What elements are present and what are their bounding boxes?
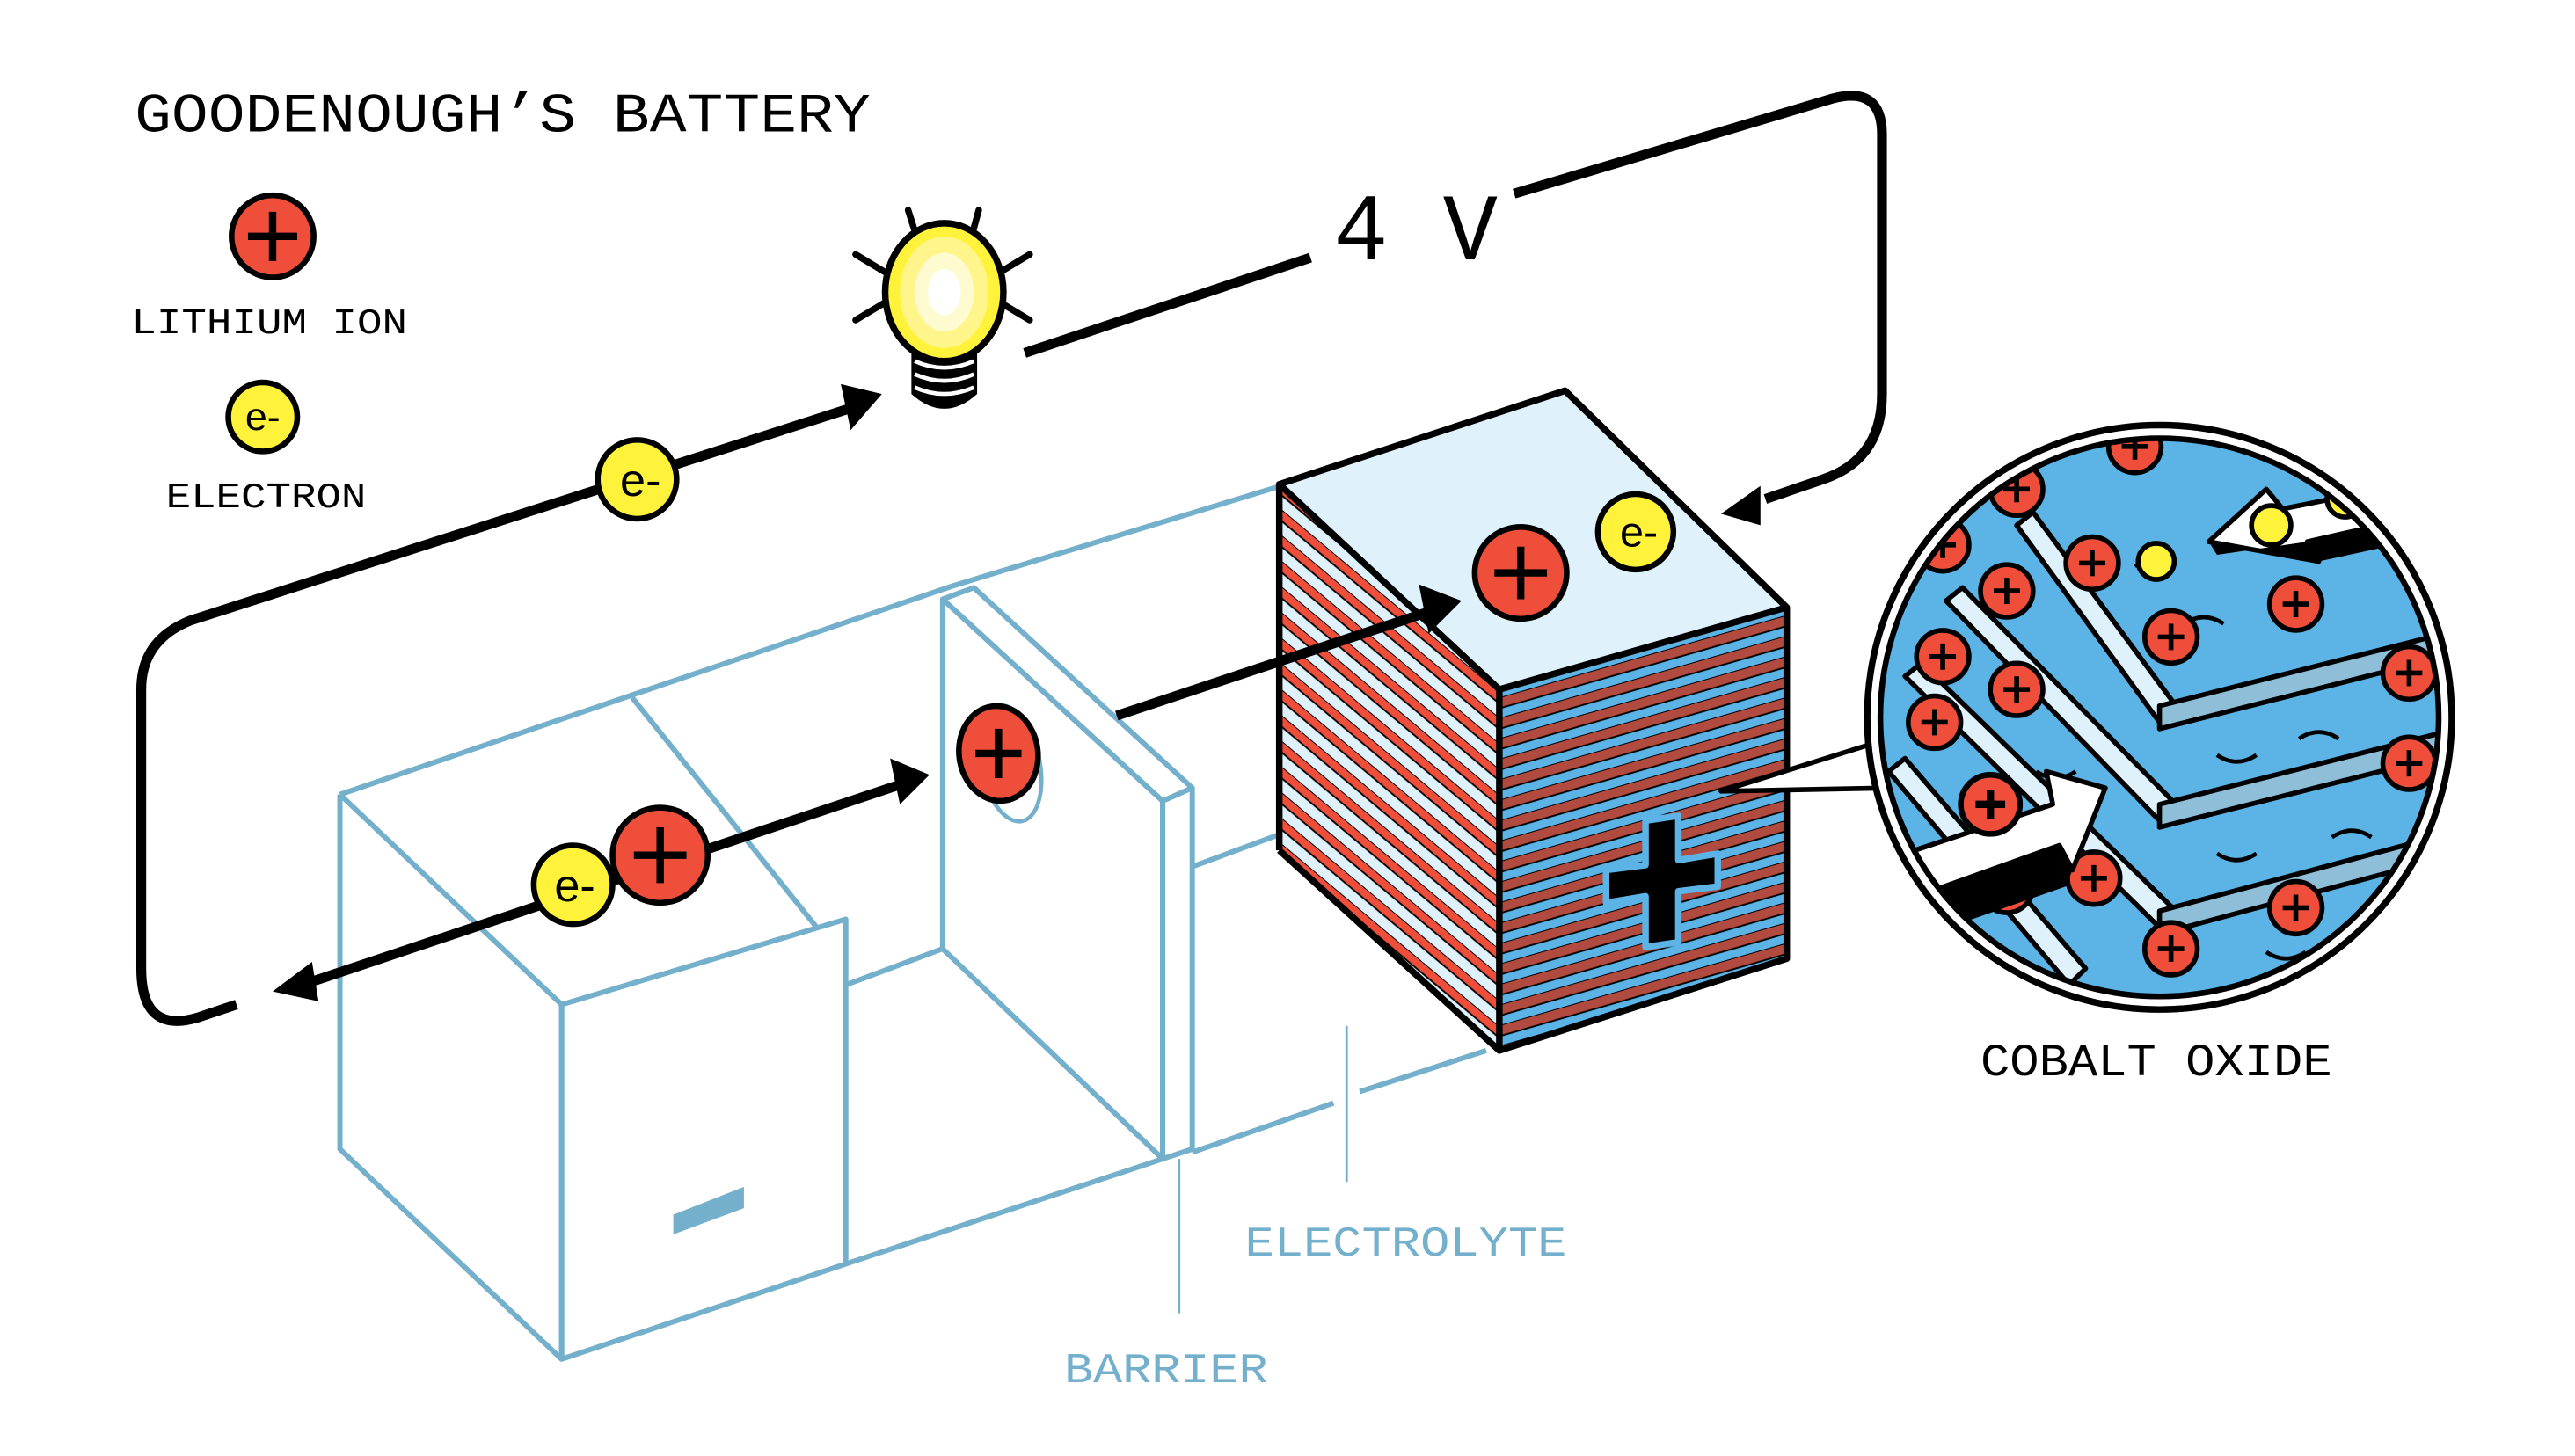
inset-lithium-ion (2380, 644, 2439, 703)
lithium-ion-icon (229, 192, 317, 280)
cathode-lithium-ion (1471, 524, 1570, 622)
arrow-head-to-cathode-top (1419, 584, 1462, 634)
inset-lithium-ion (2063, 534, 2121, 593)
legend-label-lithium-ion: LITHIUM ION (131, 304, 407, 345)
arrow-head-to-bulb (841, 383, 882, 431)
label-barrier: BARRIER (1064, 1347, 1268, 1395)
inset-lithium-ion (1978, 562, 2036, 620)
legend-label-electron: ELECTRON (166, 478, 367, 519)
inset-arrow-in (1902, 768, 2108, 933)
anode-electron-symbol: e- (554, 861, 595, 912)
inset-lithium-ion (2141, 608, 2200, 666)
cathode-electron-symbol: e- (1620, 509, 1658, 557)
anode-minus-sign (673, 1186, 744, 1234)
circuit-wire-right (1513, 91, 1887, 504)
inset-lithium-ion (1906, 693, 1964, 752)
arrow-head-left (272, 962, 319, 1001)
cathode-electron: e- (1594, 491, 1677, 573)
voltage-label: 4 V (1333, 180, 1498, 288)
inset-lithium-ion (2266, 575, 2325, 633)
label-cobalt-oxide: COBALT OXIDE (1980, 1037, 2332, 1089)
cobalt-oxide-inset (1718, 421, 2455, 1013)
arrow-head-to-cathode (1720, 485, 1761, 526)
light-bulb-icon (852, 207, 1033, 409)
external-circuit: e- (135, 91, 1887, 1026)
inset-electron (2135, 541, 2177, 582)
cathode-plus-sign (1602, 812, 1721, 950)
circuit-wire-bulb-to-voltage (1023, 252, 1312, 358)
wire-electron: e- (595, 437, 680, 522)
inset-lithium-ion (2141, 920, 2200, 978)
cathode-left-face (1279, 484, 1499, 1051)
cathode-block: e- (1275, 387, 1791, 1054)
inset-lithium-ion (2266, 878, 2325, 937)
legend: LITHIUM ION e- ELECTRON (131, 192, 407, 519)
inset-lithium-ion (1914, 628, 1972, 686)
barrier-lithium-ion (956, 703, 1041, 804)
electron-icon: e- (225, 379, 301, 455)
inset-lithium-ion (1988, 660, 2046, 718)
anode-block (558, 916, 849, 1362)
barrier-plate (939, 585, 1195, 1162)
inset-lithium-ion (2105, 438, 2164, 476)
legend-electron-symbol: e- (245, 395, 281, 439)
anode-electron: e- (530, 842, 616, 928)
anode-lithium-ion (609, 804, 711, 906)
inset-lithium-ion (2380, 734, 2439, 792)
ion-path: e- (272, 584, 1462, 1001)
arrow-head-to-barrier (890, 758, 930, 804)
wire-electron-symbol: e- (620, 455, 660, 506)
circuit-wire-left (135, 402, 856, 1026)
diagram-title: GOODENOUGH’S BATTERY (135, 85, 871, 149)
label-electrolyte: ELECTROLYTE (1244, 1220, 1566, 1269)
